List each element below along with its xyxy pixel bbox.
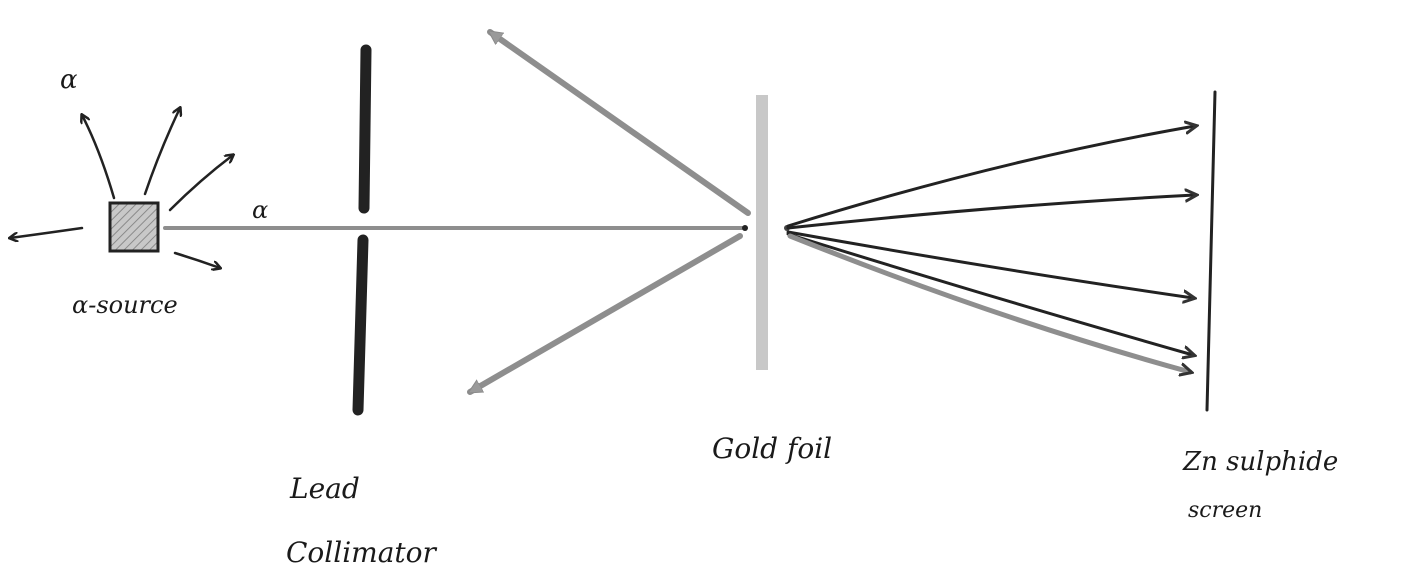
alpha-source-label: α-source	[72, 291, 178, 319]
scatter-arrow-5	[790, 236, 1190, 372]
emission-arrow-downright	[175, 253, 220, 268]
emission-arrow-up	[82, 115, 114, 198]
alpha-source-box	[110, 203, 158, 251]
scatter-arrow-4	[788, 234, 1193, 355]
collimator-upper-plate	[364, 50, 366, 208]
screen-label-line1: Zn sulphide	[1182, 447, 1338, 477]
scatter-arrow-1	[788, 126, 1195, 226]
zn-sulphide-screen	[1207, 92, 1215, 410]
alpha-label-top: α	[60, 65, 78, 95]
gold-foil-label: Gold foil	[712, 432, 832, 465]
emission-arrow-upright	[145, 108, 180, 194]
alpha-label-beam: α	[252, 196, 268, 224]
scatter-arrow-2	[788, 195, 1195, 228]
gold-foil	[756, 95, 768, 370]
foil-impact-left	[742, 225, 748, 231]
collimator-label-line2: Collimator	[286, 536, 438, 569]
backscatter-arrow-down	[470, 236, 740, 392]
collimator-label-line1: Lead	[289, 472, 360, 505]
backscatter-arrow-up	[490, 32, 748, 213]
alpha-source	[110, 203, 158, 251]
scatter-arrow-3	[788, 232, 1193, 298]
emission-arrow-left	[10, 228, 82, 238]
collimator-lower-plate	[358, 240, 363, 410]
forward-scatter-arrows	[788, 126, 1195, 372]
screen-label-line2: screen	[1188, 498, 1262, 523]
emission-arrow-right	[170, 155, 233, 210]
